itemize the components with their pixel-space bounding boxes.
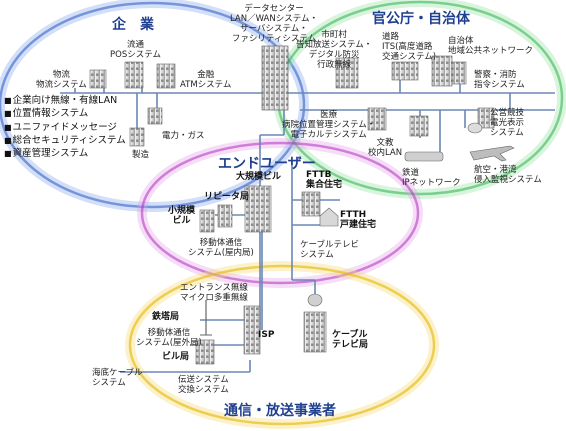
- bullet-item: 資産管理システム: [4, 147, 126, 160]
- label-power-gas: 電力・ガス: [162, 131, 205, 141]
- carrier-circle: [125, 261, 439, 429]
- bullet-item: ユニファイドメッセージ: [4, 121, 126, 134]
- enterprise-title: 企 業: [112, 17, 154, 33]
- building-cable-station: [303, 311, 327, 353]
- building-datacenter: [261, 45, 289, 111]
- building-large: [244, 185, 272, 233]
- label-fttb: FTTB 集合住宅: [306, 170, 343, 190]
- carrier-title: 通信・放送事業者: [224, 403, 336, 419]
- bullet-item: 位置情報システム: [4, 107, 126, 120]
- building-fttb: [301, 191, 321, 217]
- satellite-dish-icon: [467, 122, 483, 134]
- building-roads: [391, 61, 419, 81]
- label-public-race: 公営競技 電光表示 システム: [490, 108, 525, 138]
- label-catv-system: ケーブルテレビ システム: [300, 240, 359, 260]
- label-local-gov: 自治体 地域公共ネットワーク: [448, 36, 534, 56]
- building-isp: [243, 305, 261, 355]
- building-distribution: [124, 61, 144, 89]
- enterprise-circle: [0, 0, 309, 212]
- building-small: [199, 209, 215, 233]
- building-manufacturing: [129, 127, 145, 147]
- building-public-race: [477, 107, 495, 129]
- end-user-title: エンドユーザー: [218, 156, 316, 172]
- label-ftth: FTTH 戸建住宅: [340, 210, 377, 230]
- building-logistics: [89, 69, 107, 89]
- label-roads: 道路 ITS(高度道路 交通システム): [382, 32, 437, 62]
- label-manufacturing: 製造: [132, 150, 150, 160]
- building-repeater: [217, 204, 233, 228]
- end-user-circle: [137, 138, 423, 288]
- label-mobile-outdoor: 移動体通信 システム(屋外局): [136, 328, 202, 348]
- label-repeater: リピータ局: [204, 192, 250, 202]
- label-transmission: 伝送システム 交換システム: [178, 375, 229, 395]
- building-education: [409, 115, 429, 137]
- label-police-fire: 警察・消防 指令システム: [474, 70, 525, 90]
- building-power-gas: [147, 107, 163, 125]
- label-datacenter: データセンター LAN／WANシステム・ サーバシステム・ ファシリティシステム: [230, 4, 318, 44]
- label-aviation-port: 航空・港湾 侵入監視システム: [474, 165, 542, 185]
- building-station: [195, 339, 215, 365]
- antenna-tower-icon: [200, 300, 212, 336]
- building-finance: [156, 63, 176, 89]
- building-medical: [367, 107, 387, 131]
- label-cable-station: ケーブル テレビ局: [332, 330, 369, 350]
- label-distribution: 流通 POSシステム: [110, 40, 161, 60]
- label-municipal: 市町村 告知放送システム・ デジタル防災 行政無線: [296, 30, 373, 70]
- train-icon: [404, 151, 444, 162]
- label-large-building: 大規模ビル: [236, 172, 282, 182]
- enterprise-bullet-list: 企業向け無線・有線LAN 位置情報システム ユニファイドメッセージ 総合セキュリ…: [4, 94, 126, 160]
- label-submarine: 海底ケーブル システム: [92, 368, 143, 388]
- label-mobile-indoor: 移動体通信 システム(屋内局): [188, 238, 254, 258]
- building-municipal: [335, 57, 359, 89]
- label-small-building: 小規模 ビル: [168, 206, 196, 226]
- bullet-item: 企業向け無線・有線LAN: [4, 94, 126, 107]
- building-police-fire: [451, 61, 467, 85]
- label-education: 文教 校内LAN: [368, 138, 403, 158]
- government-title: 官公庁・自治体: [372, 11, 470, 27]
- label-medical: 医療 病院位置管理システム・ 電子カルテシステム: [282, 110, 376, 140]
- label-building-station: ビル局: [162, 352, 190, 362]
- parabolic-antenna-icon: [307, 293, 323, 307]
- house-ftth: [319, 207, 339, 227]
- bullet-item: 総合セキュリティシステム: [4, 134, 126, 147]
- label-isp: ISP: [258, 330, 275, 340]
- label-railway: 鉄道 IPネットワーク: [402, 168, 461, 188]
- label-finance: 金融 ATMシステム: [180, 70, 232, 90]
- airplane-icon: [469, 145, 515, 162]
- label-railway-station: 鉄塔局: [152, 312, 180, 322]
- label-logistics: 物流 物流システム: [36, 70, 87, 90]
- label-entrance: エントランス無線 マイクロ多重無線: [180, 283, 248, 303]
